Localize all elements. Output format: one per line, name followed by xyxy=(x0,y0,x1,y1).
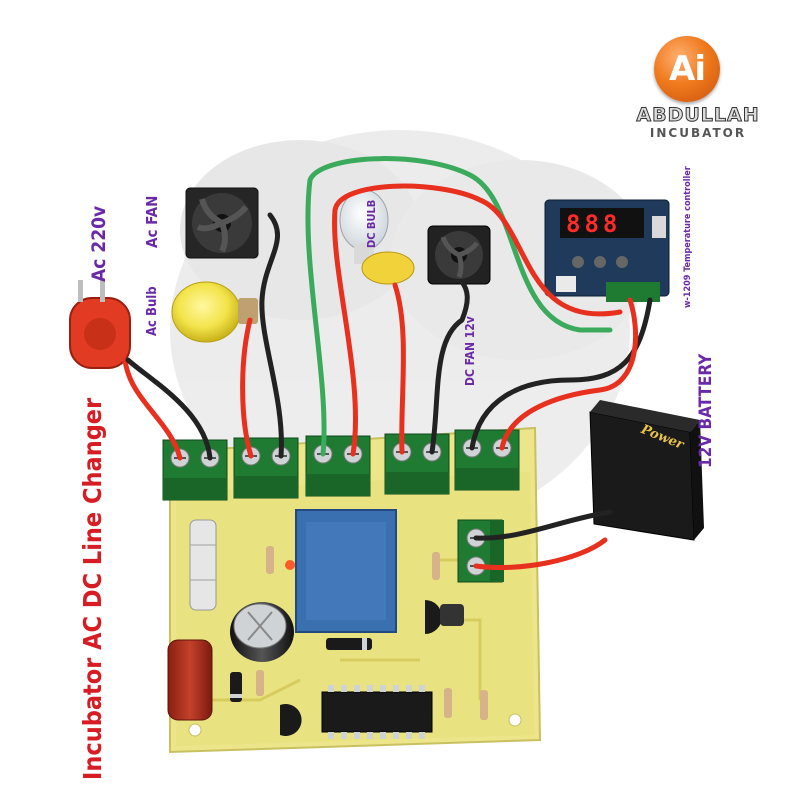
ac-bulb xyxy=(171,281,258,343)
logo-subtitle: INCUBATOR xyxy=(649,126,747,140)
diode-1 xyxy=(326,638,372,650)
transistor-1 xyxy=(280,704,302,736)
label-ac-bulb: Ac Bulb xyxy=(145,286,160,336)
label-battery: 12V BATTERY xyxy=(696,353,716,468)
terminal-block-sensor xyxy=(305,435,371,497)
diagram-title: Incubator AC DC Line Changer xyxy=(78,397,107,780)
dc-bulb xyxy=(339,189,415,285)
ac-fan xyxy=(185,187,259,259)
thermostat-display: 888 xyxy=(566,210,621,238)
battery xyxy=(589,400,704,541)
wire-black-plug xyxy=(125,357,213,461)
thermostat-module xyxy=(544,199,670,302)
label-dc-fan: DC FAN 12v xyxy=(463,316,477,386)
brand-logo: Ai ABDULLAH INCUBATOR xyxy=(618,34,778,144)
logo-mark: Ai xyxy=(669,49,706,89)
wire-red-bulb xyxy=(240,317,254,459)
wire-red-therm xyxy=(499,297,639,451)
logo-circle-icon xyxy=(654,36,720,102)
wire-red-battery xyxy=(473,537,608,571)
ic-chip xyxy=(321,685,433,739)
terminal-block-thermostat xyxy=(454,429,520,491)
power-resistor xyxy=(189,519,217,611)
terminal-block-ac-load xyxy=(233,437,299,499)
relay xyxy=(295,509,397,633)
logo-name: ABDULLAH xyxy=(636,104,760,127)
transistor-2 xyxy=(425,600,442,634)
ac-plug xyxy=(69,280,131,369)
resistors xyxy=(256,546,488,720)
wire-black-fan xyxy=(259,212,284,459)
terminal-blocks xyxy=(162,429,520,583)
led xyxy=(285,560,295,570)
terminal-block-ac-input xyxy=(162,439,228,501)
wire-red-plug xyxy=(122,357,183,461)
dc-fan xyxy=(427,225,491,285)
film-capacitor xyxy=(167,639,213,721)
label-thermostat: w-1209 Temperature controller xyxy=(683,166,693,308)
diode-2 xyxy=(230,672,242,702)
wire-black-battery xyxy=(473,509,613,541)
wire-black-dc-fan xyxy=(429,279,470,455)
label-ac-supply: Ac 220v xyxy=(88,205,110,282)
electrolytic-capacitor xyxy=(230,602,294,662)
wires xyxy=(122,156,653,571)
board-components xyxy=(167,509,488,739)
label-dc-bulb: DC BULB xyxy=(365,199,378,248)
terminal-block-dc-load xyxy=(384,433,450,495)
regulator xyxy=(440,604,464,626)
wire-red-dc-bulb xyxy=(392,282,406,455)
wire-red-sensor xyxy=(332,183,623,457)
label-ac-fan: Ac FAN xyxy=(143,195,161,248)
terminal-block-battery xyxy=(457,519,504,583)
wire-green-sensor xyxy=(305,156,613,457)
